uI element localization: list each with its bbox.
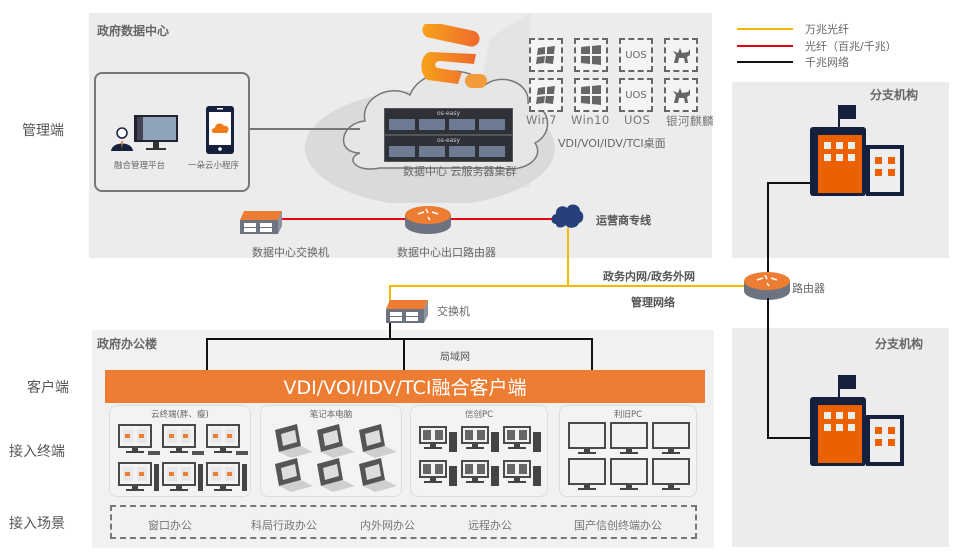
mgmt-connector-line [250, 128, 360, 130]
client-bar: VDI/VOI/IDV/TCI融合客户端 [105, 370, 705, 403]
win10-logo-icon [581, 85, 601, 105]
dc-router-icon [405, 206, 451, 234]
cloud-terminals-icon [118, 424, 248, 491]
lan-label: 局域网 [440, 352, 470, 363]
os-label-win10: Win10 [571, 113, 610, 127]
branch-line-up [767, 182, 769, 272]
admin-workstation-icon [111, 115, 178, 151]
backbone-vertical-line [567, 228, 569, 286]
group-title: 信创PC [464, 410, 494, 420]
uos-tile: UOS [619, 78, 653, 112]
backbone-switch-drop [389, 285, 391, 303]
mini-program-label: 一朵云小程序 [188, 161, 240, 171]
carrier-line-label: 运营商专线 [596, 214, 651, 227]
scene-intranet-office: 内外网办公 [360, 519, 415, 532]
xc-pcs-icon [419, 426, 541, 486]
branch-router-label: 路由器 [792, 282, 825, 295]
server-unit-2: os-easy [384, 135, 513, 162]
mgmt-platform-label: 融合管理平台 [114, 161, 166, 171]
server-unit-1: os-easy [384, 108, 513, 135]
legend-label-gigabit: 千兆网络 [805, 56, 849, 69]
branch-line-down-h [767, 437, 819, 439]
branch-title-1: 分支机构 [870, 88, 919, 102]
management-box [94, 72, 250, 192]
os-label-win7: Win7 [526, 113, 557, 127]
win7-logo-icon [536, 46, 555, 64]
group-title: 利旧PC [613, 410, 643, 420]
legend-line-fiber [737, 45, 793, 47]
gov-net-label: 政务内网/政务外网 [603, 270, 696, 283]
win7-logo-icon [536, 86, 555, 104]
terminal-group-cloud: 云终端(胖、瘦) [109, 405, 251, 497]
uos-tile: UOS [619, 38, 653, 72]
row-label-scene: 接入场景 [9, 516, 65, 532]
scene-admin-office: 科局行政办公 [251, 519, 317, 532]
row-label-terminal: 接入终端 [9, 444, 65, 460]
legend-line-gigabit [737, 61, 793, 63]
kylin-tile [664, 78, 698, 112]
win7-tile [529, 78, 563, 112]
terminal-group-legacy-pc: 利旧PC [559, 405, 697, 497]
branch-building-icon [810, 105, 904, 196]
branch-line-up-h [767, 182, 819, 184]
terminal-group-laptop: 笔记本电脑 [260, 405, 402, 497]
legacy-pcs-icon [568, 422, 690, 490]
product-logo-icon [421, 24, 487, 88]
lan-mid-line [403, 338, 405, 372]
mgmt-net-label: 管理网络 [631, 296, 675, 309]
win10-logo-icon [581, 45, 601, 65]
laptops-icon [275, 424, 397, 492]
win10-tile [574, 78, 608, 112]
branch-router-icon [744, 272, 790, 300]
scene-window-office: 窗口办公 [148, 519, 192, 532]
datacenter-title: 政府数据中心 [97, 24, 170, 38]
branch-building-icon [810, 375, 904, 466]
branch-title-2: 分支机构 [875, 337, 924, 351]
row-label-management: 管理端 [22, 123, 64, 139]
lan-right-line [591, 338, 593, 372]
kylin-logo-icon [673, 88, 690, 103]
carrier-cloud-icon [551, 204, 584, 228]
kylin-tile [664, 38, 698, 72]
kylin-logo-icon [673, 48, 690, 63]
dc-router-label: 数据中心出口路由器 [397, 246, 496, 259]
scene-remote-office: 远程办公 [468, 519, 512, 532]
lan-drop-line [389, 323, 391, 340]
win7-tile [529, 38, 563, 72]
cloud-cluster-label: 数据中心 云服务器集群 [403, 165, 517, 178]
lan-horizontal-line [206, 338, 592, 340]
terminal-group-xc-pc: 信创PC [410, 405, 548, 497]
row-label-client: 客户端 [27, 380, 69, 396]
office-switch-icon [386, 300, 428, 323]
scenes-box: 窗口办公 科局行政办公 内外网办公 远程办公 国产信创终端办公 [110, 505, 697, 539]
dc-switch-label: 数据中心交换机 [252, 246, 329, 259]
win10-tile [574, 38, 608, 72]
os-label-kylin: 银河麒麟 [666, 114, 714, 128]
os-label-uos: UOS [624, 113, 651, 127]
mobile-phone-icon [206, 106, 234, 154]
legend-label-fiber: 光纤（百兆/千兆） [805, 40, 897, 53]
lan-left-line [206, 338, 208, 372]
group-title: 云终端(胖、瘦) [151, 410, 209, 420]
dc-switch-icon [240, 211, 282, 234]
desktop-caption: VDI/VOI/IDV/TCI桌面 [558, 137, 666, 150]
legend-line-10g [737, 28, 793, 30]
branch-line-down [767, 298, 769, 438]
scene-domestic-office: 国产信创终端办公 [574, 519, 662, 532]
group-title: 笔记本电脑 [309, 410, 353, 420]
office-switch-label: 交换机 [437, 305, 470, 318]
backbone-horizontal-line [389, 285, 749, 287]
office-title: 政府办公楼 [97, 337, 158, 351]
legend-label-10g: 万兆光纤 [805, 23, 849, 36]
